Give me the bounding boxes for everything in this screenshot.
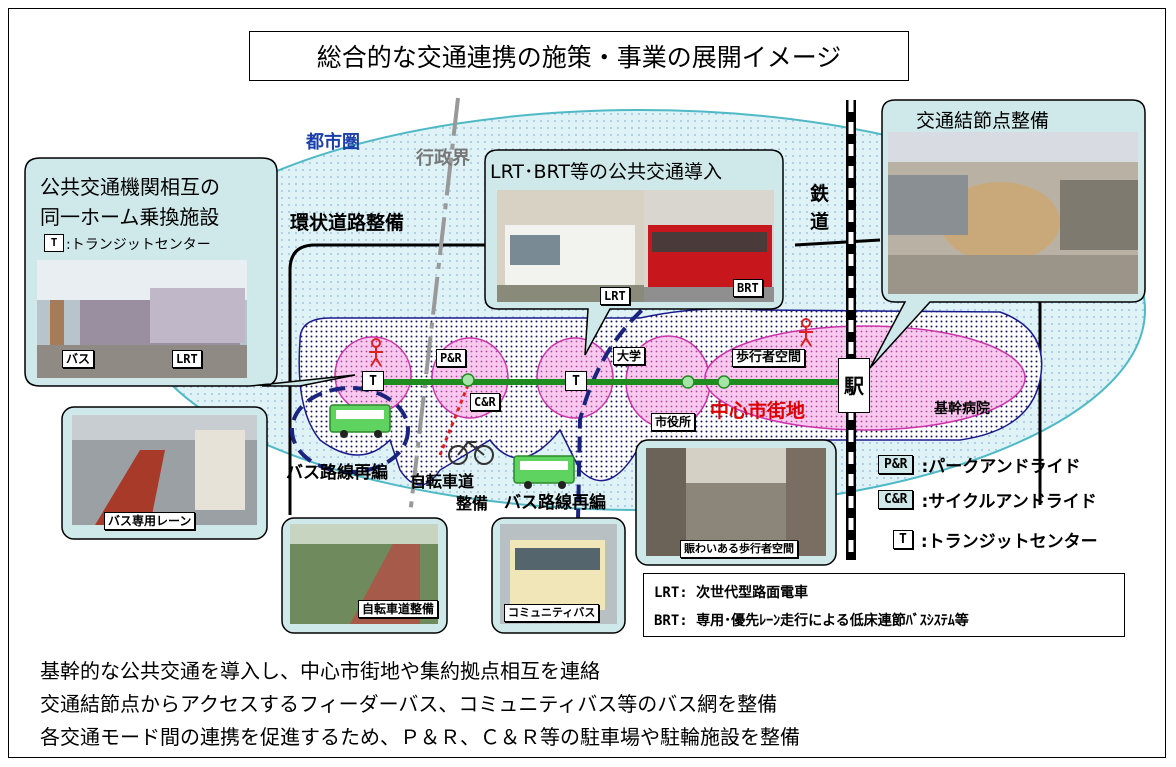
caption-bike-lane: 自転車道整備 <box>358 600 439 618</box>
photo-pedestrian <box>646 448 826 556</box>
caption-pedestrian: 賑わいある歩行者空間 <box>680 540 798 558</box>
downtown-label: 中心市街地 <box>710 400 806 422</box>
admin-boundary-label: 行政界 <box>416 148 470 169</box>
cr-tag: C&R <box>470 393 500 411</box>
stop-2 <box>681 375 695 389</box>
pedestrian-space-label: 歩行者空間 <box>732 349 806 367</box>
t-badge-west: T <box>362 371 384 391</box>
transfer-subtitle: :トランジットセンター <box>66 237 211 253</box>
t-badge-center: T <box>565 371 587 391</box>
legend-pr-text: :パークアンドライド <box>921 457 1081 477</box>
legend-t: T :トランジットセンター <box>893 527 1098 552</box>
transfer-title-2: 同一ホーム乗換施設 <box>40 205 220 229</box>
bus-icon-left <box>329 404 391 438</box>
pr-tag: P&R <box>436 349 466 367</box>
bike-lane-label-2: 整備 <box>456 494 489 513</box>
ring-road <box>288 243 505 515</box>
caption-community-bus: コミュニティバス <box>504 604 600 622</box>
photo-lrt <box>497 190 644 302</box>
admin-boundary-line <box>408 97 460 516</box>
core-hospital-label: 基幹病院 <box>934 401 990 417</box>
vehicle-legend: LRT: 次世代型路面電車 BRT: 専用･優先ﾚｰﾝ走行による低床連節ﾊﾞｽｼ… <box>643 573 1125 637</box>
legend-cr-text: :サイクルアンドライド <box>921 492 1097 512</box>
ring-road-label: 環状道路整備 <box>290 212 405 234</box>
legend-t-text: :トランジットセンター <box>920 532 1098 552</box>
university-label: 大学 <box>613 347 646 365</box>
bus-reorg-left-label: バス路線再編 <box>286 463 388 483</box>
transfer-tag-lrt: LRT <box>172 350 202 368</box>
legend-pr: P&R :パークアンドライド <box>878 452 1081 477</box>
ring-road-right <box>794 238 881 247</box>
lrt-tag: LRT <box>600 287 630 305</box>
city-hall-label: 市役所 <box>651 413 696 431</box>
railway-label: 鉄 道 <box>810 183 830 233</box>
summary-line-1: 基幹的な公共交通を導入し、中心市街地や集約拠点相互を連絡 <box>40 659 600 683</box>
transfer-title-1: 公共交通機関相互の <box>40 175 220 199</box>
legend-cr: C&R :サイクルアンドライド <box>878 487 1097 512</box>
page-title: 総合的な交通連携の施策・事業の展開イメージ <box>249 31 909 81</box>
bus-route-center <box>576 293 662 521</box>
vehicle-legend-brt: BRT: 専用･優先ﾚｰﾝ走行による低床連節ﾊﾞｽｼｽﾃﾑ等 <box>654 613 969 629</box>
transfer-tag-bus: バス <box>62 350 95 368</box>
node-callout-title: 交通結節点整備 <box>916 110 1050 132</box>
stop-3 <box>717 375 731 389</box>
bus-icon-center <box>513 455 575 489</box>
bus-loop-west <box>290 386 410 474</box>
photo-node <box>888 132 1138 294</box>
bike-lane-label-1: 自転車道 <box>410 472 475 491</box>
photo-bus-lane <box>72 415 257 525</box>
stop-1 <box>461 373 475 387</box>
summary-line-3: 各交通モード間の連携を促進するため、Ｐ＆Ｒ、Ｃ＆Ｒ等の駐車場や駐輪施設を整備 <box>40 725 800 749</box>
transfer-t-badge: T <box>44 234 64 252</box>
summary-line-2: 交通結節点からアクセスするフィーダーバス、コミュニティバス等のバス網を整備 <box>40 692 778 716</box>
brt-tag: BRT <box>733 279 763 297</box>
legend-cr-key: C&R <box>878 490 914 509</box>
lrt-callout-title: LRT･BRT等の公共交通導入 <box>490 161 722 183</box>
pedestrian-icon-west <box>369 338 383 367</box>
bicycle-icon <box>448 440 494 465</box>
bus-reorg-center-label: バス路線再編 <box>504 493 606 513</box>
legend-t-key: T <box>893 530 913 549</box>
caption-bus-lane: バス専用レーン <box>104 512 196 530</box>
vehicle-legend-lrt: LRT: 次世代型路面電車 <box>654 585 809 601</box>
legend-pr-key: P&R <box>878 455 914 474</box>
station-label: 駅 <box>838 358 870 413</box>
pedestrian-icon-east <box>799 318 813 347</box>
metro-label: 都市圏 <box>306 132 360 153</box>
